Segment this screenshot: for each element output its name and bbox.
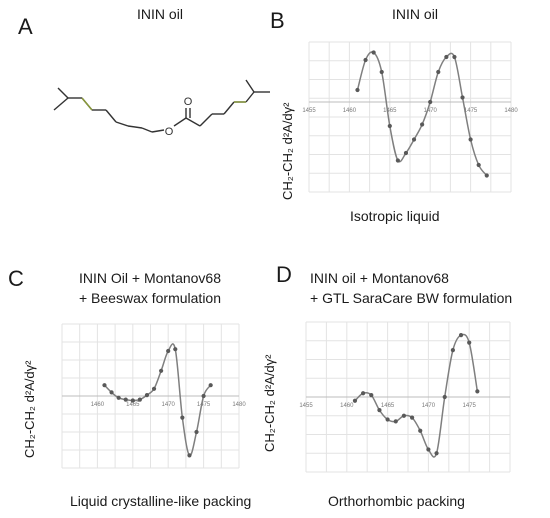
data-point [123, 397, 128, 402]
panel-c-ylabel: CH₂-CH₂ d²A/dγ² [22, 360, 37, 459]
data-point [444, 54, 449, 60]
molecule-bonds [53, 79, 270, 133]
panel-b-title: ININ oil [392, 6, 438, 22]
data-point [137, 397, 142, 402]
data-point [166, 348, 171, 354]
data-point [187, 453, 192, 458]
data-point [476, 162, 481, 168]
data-point [420, 122, 425, 127]
data-point [468, 137, 473, 142]
ester-oxygen-label: O [165, 126, 174, 138]
x-tick-label: 1470 [422, 403, 436, 409]
x-tick-label: 1460 [343, 108, 357, 114]
panel-b-ylabel: CH₂-CH₂ d²A/dγ² [280, 102, 295, 201]
data-point [144, 393, 150, 398]
data-point [361, 391, 366, 396]
chart-c: 1460 1465 1470 1475 1480 [61, 323, 246, 469]
data-point [467, 340, 472, 345]
data-point [369, 393, 374, 398]
panel-d-title-line2: + GTL SaraCare BW formulation [310, 290, 513, 306]
chart-b-grid [308, 41, 512, 193]
data-point [173, 347, 178, 352]
panel-c-title-line2: + Beeswax formulation [78, 290, 222, 306]
data-point [475, 389, 480, 394]
data-point [401, 413, 407, 418]
data-point [418, 428, 423, 433]
data-point [151, 386, 157, 391]
panel-d-title-line1: ININ oil + Montanov68 [310, 270, 449, 286]
data-point [159, 368, 164, 373]
panel-d-caption: Orthorhombic packing [328, 493, 465, 509]
x-tick-label: 1460 [340, 403, 354, 409]
data-point [434, 451, 439, 456]
x-tick-label: 1465 [381, 403, 395, 409]
chart-c-series-line [103, 343, 212, 457]
x-tick-label: 1475 [197, 402, 211, 408]
panel-b-letter: B [270, 8, 285, 33]
data-point [411, 137, 417, 142]
data-point [452, 54, 457, 60]
data-point [428, 99, 433, 105]
x-tick-label: 1460 [91, 402, 105, 408]
data-point [130, 398, 135, 403]
x-tick-label: 1470 [162, 402, 176, 408]
molecule-structure: O O [53, 79, 270, 138]
data-point [379, 69, 384, 75]
panel-b-caption: Isotropic liquid [350, 208, 440, 224]
panel-c-letter: C [8, 266, 24, 291]
data-point [363, 57, 368, 63]
data-point [395, 158, 400, 163]
carbonyl-oxygen-label: O [184, 96, 193, 108]
data-point [436, 69, 441, 75]
data-point [460, 95, 465, 100]
data-point [450, 348, 455, 353]
data-point [371, 50, 376, 55]
panel-a-title: ININ oil [137, 6, 183, 22]
x-tick-label: 1480 [232, 402, 246, 408]
panel-a-letter: A [18, 14, 33, 39]
data-point [194, 429, 199, 435]
x-tick-label: 1455 [302, 108, 316, 114]
data-point [385, 417, 390, 422]
data-point [180, 415, 185, 420]
data-point [458, 333, 464, 338]
data-point [355, 87, 360, 93]
x-tick-label: 1465 [383, 108, 397, 114]
data-point [208, 383, 213, 388]
panel-d-ylabel: CH₂-CH₂ d²A/dγ² [262, 354, 277, 453]
x-tick-label: 1480 [504, 108, 518, 114]
data-point [102, 383, 107, 388]
panel-c-caption: Liquid crystalline-like packing [70, 493, 252, 509]
chart-d-series-line [354, 333, 479, 458]
data-point [352, 398, 358, 403]
data-point [116, 395, 121, 400]
chart-d: 1455 1460 1465 1470 1475 [299, 321, 511, 473]
data-point [403, 150, 409, 156]
data-point [377, 408, 382, 413]
panel-d-letter: D [276, 262, 292, 287]
data-point [201, 393, 206, 399]
data-point [442, 394, 447, 400]
chart-b: 1455 1460 1465 1470 1475 1480 [302, 41, 518, 193]
x-tick-label: 1470 [424, 108, 438, 114]
data-point [393, 419, 398, 424]
x-tick-label: 1455 [299, 403, 313, 409]
data-point [409, 415, 415, 420]
molecule-highlight-bonds [81, 97, 246, 111]
x-tick-label: 1475 [464, 108, 478, 114]
panel-c-title-line1: ININ Oil + Montanov68 [78, 270, 221, 286]
data-point [484, 173, 489, 178]
x-tick-label: 1475 [463, 403, 477, 409]
data-point [426, 447, 431, 452]
data-point [109, 390, 114, 395]
x-tick-label: 1465 [126, 402, 140, 408]
data-point [387, 123, 392, 129]
